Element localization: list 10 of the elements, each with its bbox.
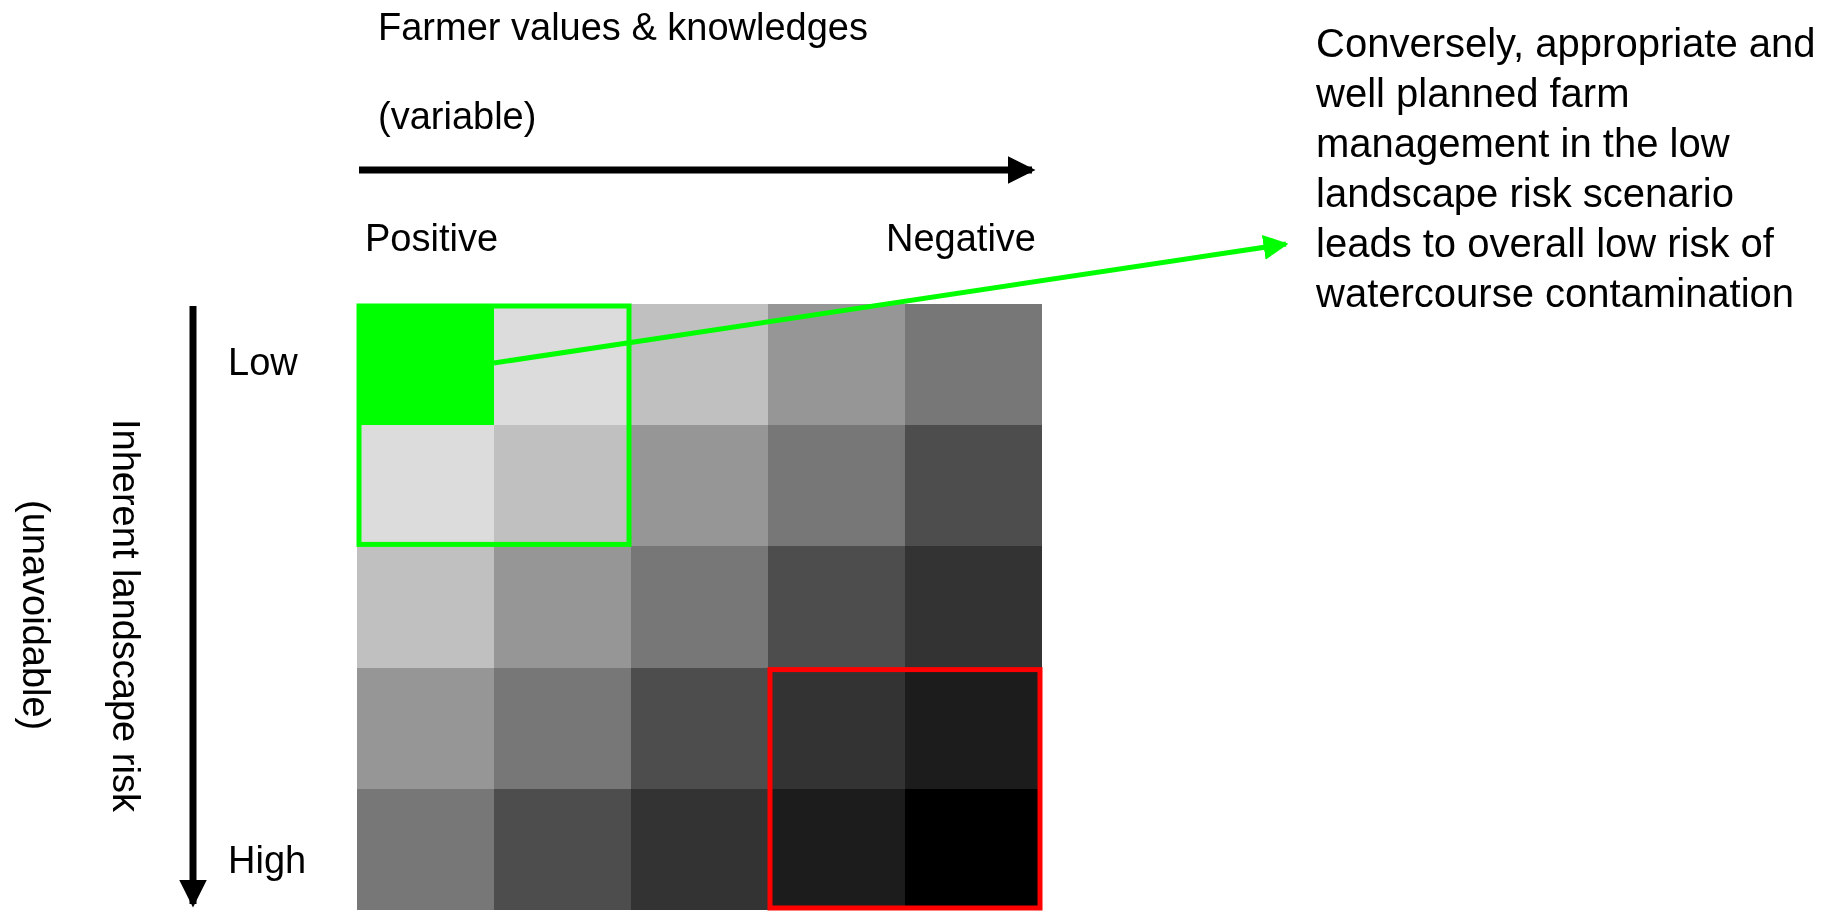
- axis-end-label: Positive: [365, 216, 499, 261]
- axis-end-label: High: [228, 838, 307, 883]
- axis-title: Farmer values & knowledges: [378, 5, 868, 50]
- axis-end-label: Low: [228, 340, 298, 385]
- leader-arrow: [493, 235, 1289, 366]
- axis-subtitle: (variable): [378, 94, 537, 139]
- axis-subtitle: (unavoidable): [13, 500, 58, 731]
- axis-end-label: Negative: [886, 216, 1036, 261]
- annotation-text: Conversely, appropriate and well planned farm management in the low landscape risk scenario leads to overall low risk of watercourse contamination: [1316, 18, 1821, 318]
- axis-title: Inherent landscape risk: [103, 418, 148, 812]
